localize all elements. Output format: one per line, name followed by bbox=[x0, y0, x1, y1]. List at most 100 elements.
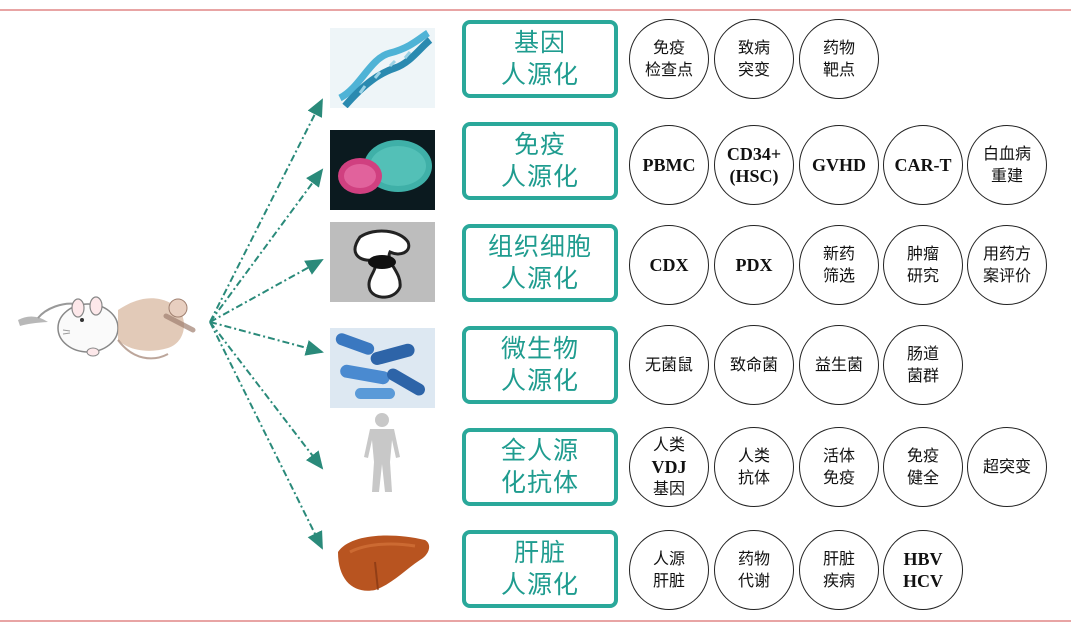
circle-text: GVHD bbox=[812, 155, 866, 175]
mouse-icon bbox=[18, 296, 196, 360]
circle-text: 抗体 bbox=[737, 468, 770, 487]
application-circle: 人类抗体 bbox=[714, 427, 794, 507]
application-circle: 免疫检查点 bbox=[629, 19, 709, 99]
category-line: 人源化 bbox=[500, 570, 579, 599]
application-circle: 肠道菌群 bbox=[883, 325, 963, 405]
circle-text: 肠道 bbox=[906, 344, 939, 363]
arrow-2 bbox=[209, 168, 324, 323]
application-circle: CD34+(HSC) bbox=[714, 125, 794, 205]
circle-text: 超突变 bbox=[982, 457, 1031, 476]
circle-text: 免疫 bbox=[906, 446, 939, 465]
circle-text: 代谢 bbox=[737, 571, 770, 590]
circle-text: 药物 bbox=[822, 38, 855, 57]
circle-text: 活体 bbox=[822, 446, 855, 465]
category-line: 免疫 bbox=[513, 130, 566, 159]
application-circle: 药物靶点 bbox=[799, 19, 879, 99]
application-circle: 益生菌 bbox=[799, 325, 879, 405]
circle-text: 基因 bbox=[652, 479, 685, 498]
circle-text: 药物 bbox=[737, 549, 770, 568]
circle-text: CDX bbox=[649, 255, 689, 275]
application-circle: CDX bbox=[629, 225, 709, 305]
top-border-line bbox=[0, 9, 1071, 11]
application-circle: GVHD bbox=[799, 125, 879, 205]
circle-text: CAR-T bbox=[894, 155, 952, 175]
circle-text: 新药 bbox=[822, 244, 855, 263]
application-circle: 肝脏疾病 bbox=[799, 530, 879, 610]
circle-text: (HSC) bbox=[729, 166, 779, 186]
circle-text: PBMC bbox=[642, 155, 696, 175]
application-circle: 致病突变 bbox=[714, 19, 794, 99]
circle-text: 疾病 bbox=[822, 571, 855, 590]
circle-text: 人源 bbox=[652, 549, 685, 568]
circle-text: 人类 bbox=[652, 435, 685, 454]
circle-text: HCV bbox=[903, 571, 943, 591]
circle-text: 研究 bbox=[906, 266, 939, 285]
circle-text: 益生菌 bbox=[814, 355, 863, 374]
dna-icon bbox=[330, 28, 435, 108]
circle-text: VDJ bbox=[651, 457, 687, 477]
application-circle: 用药方案评价 bbox=[967, 225, 1047, 305]
circle-text: 无菌鼠 bbox=[644, 355, 693, 374]
arrow-5 bbox=[209, 321, 324, 470]
circle-text: 致病 bbox=[737, 38, 770, 57]
arrow-1 bbox=[209, 98, 323, 323]
circle-text: 筛选 bbox=[822, 266, 855, 285]
circle-text: 人类 bbox=[737, 446, 770, 465]
category-box-liver: 肝脏 人源化 bbox=[462, 530, 618, 608]
category-line: 全人源 bbox=[500, 436, 579, 465]
circle-text: 靶点 bbox=[822, 60, 855, 79]
circle-text: 免疫 bbox=[822, 468, 855, 487]
human-body-icon bbox=[364, 413, 400, 492]
application-circle: 药物代谢 bbox=[714, 530, 794, 610]
category-line: 基因 bbox=[513, 28, 566, 57]
immune-cell-icon bbox=[330, 130, 435, 210]
application-circle: 肿瘤研究 bbox=[883, 225, 963, 305]
circle-text: 用药方 bbox=[982, 244, 1031, 263]
application-circle: PBMC bbox=[629, 125, 709, 205]
tissue-cell-icon bbox=[330, 222, 435, 302]
application-circle: PDX bbox=[714, 225, 794, 305]
application-circle: 免疫健全 bbox=[883, 427, 963, 507]
circle-text: 白血病 bbox=[982, 144, 1031, 163]
liver-icon bbox=[338, 535, 430, 591]
circle-text: 免疫 bbox=[652, 38, 685, 57]
arrow-6 bbox=[209, 321, 323, 550]
category-line: 化抗体 bbox=[500, 468, 579, 497]
category-line: 组织细胞 bbox=[487, 232, 592, 261]
bottom-border-line bbox=[0, 620, 1071, 622]
category-line: 人源化 bbox=[500, 264, 579, 293]
application-circle: CAR-T bbox=[883, 125, 963, 205]
application-circle: 人源肝脏 bbox=[629, 530, 709, 610]
circle-text: PDX bbox=[735, 255, 773, 275]
category-box-tissue-cell: 组织细胞 人源化 bbox=[462, 224, 618, 302]
application-circle: 无菌鼠 bbox=[629, 325, 709, 405]
circle-text: 菌群 bbox=[906, 366, 939, 385]
circle-text: 肿瘤 bbox=[906, 244, 939, 263]
application-circle: 致命菌 bbox=[714, 325, 794, 405]
category-line: 肝脏 bbox=[513, 538, 566, 567]
circle-text: 重建 bbox=[990, 166, 1023, 185]
category-line: 人源化 bbox=[500, 162, 579, 191]
category-box-antibody: 全人源 化抗体 bbox=[462, 428, 618, 506]
circle-text: 案评价 bbox=[982, 266, 1031, 285]
circle-text: 肝脏 bbox=[652, 571, 685, 590]
category-line: 微生物 bbox=[500, 334, 579, 363]
circle-text: 健全 bbox=[906, 468, 939, 487]
application-circle: 活体免疫 bbox=[799, 427, 879, 507]
category-box-microbe: 微生物 人源化 bbox=[462, 326, 618, 404]
arrow-3 bbox=[209, 259, 324, 323]
arrow-4 bbox=[209, 321, 324, 356]
category-box-immune: 免疫 人源化 bbox=[462, 122, 618, 200]
application-circle: 白血病重建 bbox=[967, 125, 1047, 205]
circle-text: 肝脏 bbox=[822, 549, 855, 568]
application-circle: 超突变 bbox=[967, 427, 1047, 507]
circle-text: 致命菌 bbox=[729, 355, 778, 374]
circle-text: 检查点 bbox=[644, 60, 693, 79]
category-line: 人源化 bbox=[500, 366, 579, 395]
circle-text: 突变 bbox=[737, 60, 770, 79]
circle-text: HBV bbox=[903, 549, 943, 569]
application-circle: 新药筛选 bbox=[799, 225, 879, 305]
circle-text: CD34+ bbox=[726, 144, 782, 164]
